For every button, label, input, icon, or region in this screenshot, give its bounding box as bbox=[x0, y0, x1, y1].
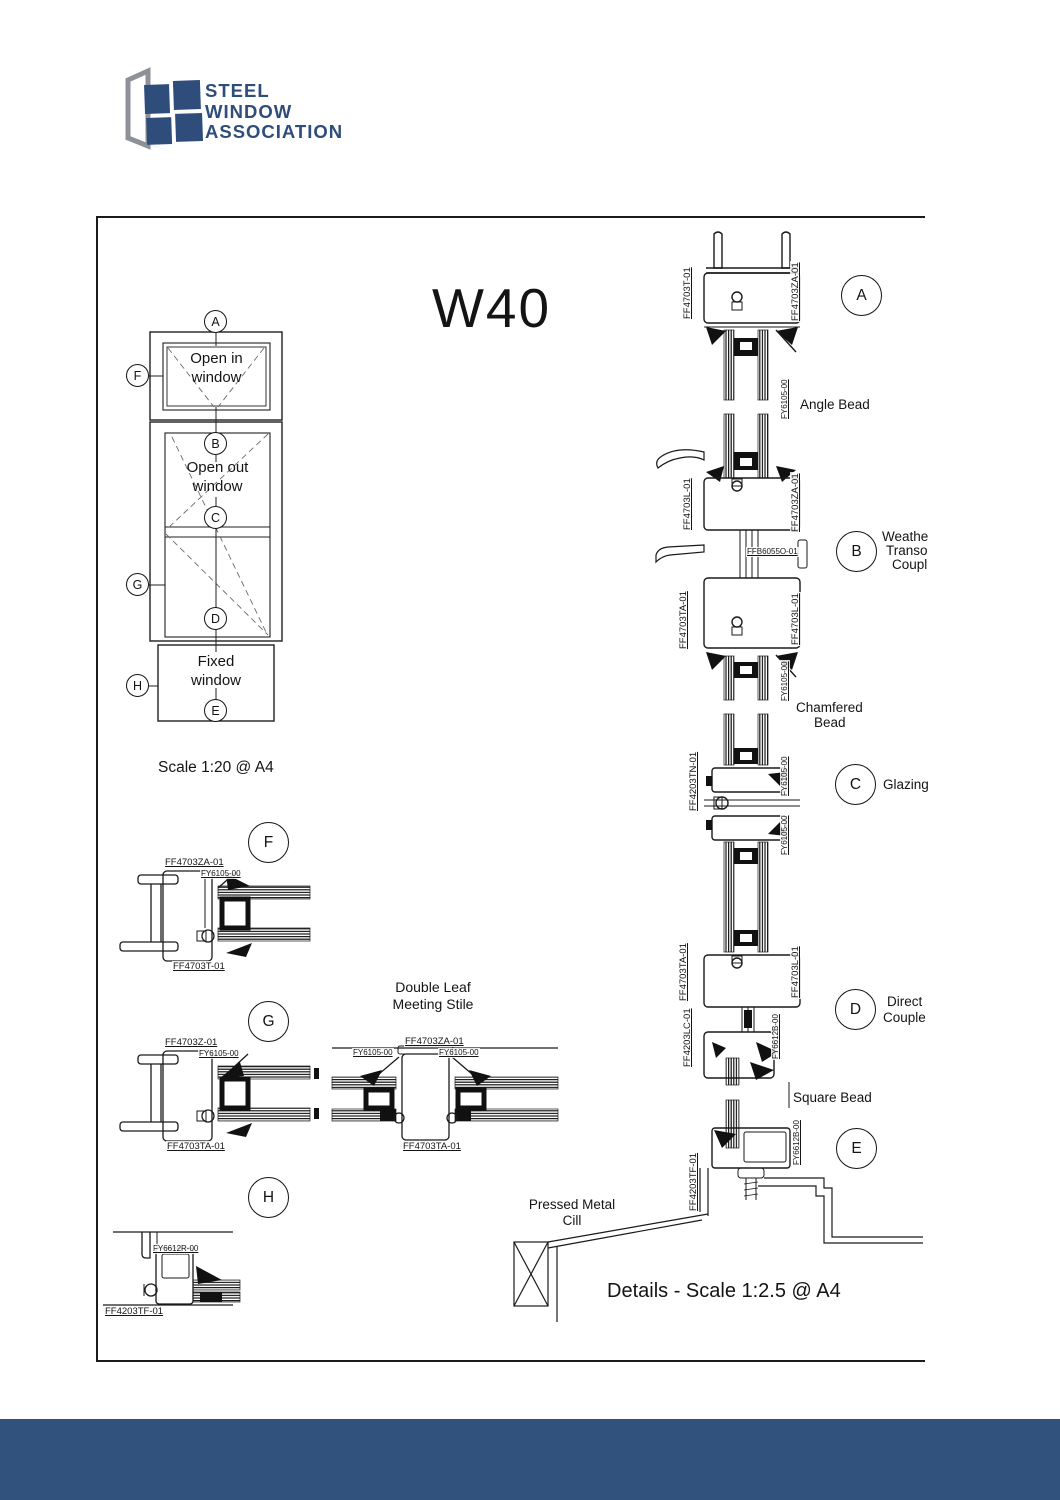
sheet-border bbox=[96, 216, 925, 1362]
detail-f-drawing bbox=[119, 870, 311, 962]
part-label: FF4203TN-01 bbox=[688, 750, 699, 812]
part-label: FFB6055O-01 bbox=[746, 547, 799, 557]
part-label: FF4703TA-01 bbox=[678, 942, 689, 1002]
chamfered-bead-annotation-line2: Bead bbox=[814, 715, 846, 730]
part-label: FF4703TA-01 bbox=[678, 590, 689, 650]
part-label: FF4703ZA-01 bbox=[790, 472, 801, 533]
part-label: FF4203TF-01 bbox=[104, 1306, 165, 1317]
logo-line-window: WINDOW bbox=[205, 100, 293, 122]
square-bead-annotation: Square Bead bbox=[793, 1090, 872, 1105]
marker-g-elevation: G bbox=[126, 573, 149, 596]
marker-c-elevation: C bbox=[204, 506, 227, 529]
part-label: FY6105-00 bbox=[438, 1048, 480, 1058]
detail-h-drawing bbox=[103, 1231, 241, 1306]
part-label: FY6612B-00 bbox=[792, 1119, 802, 1166]
part-label: FF4703T-01 bbox=[682, 266, 693, 320]
detail-marker-e: E bbox=[836, 1128, 877, 1169]
details-scale-note: Details - Scale 1:2.5 @ A4 bbox=[607, 1280, 841, 1302]
part-label: FY6105-00 bbox=[780, 755, 790, 797]
part-label: FY6105-00 bbox=[780, 378, 790, 420]
marker-d-elevation: D bbox=[204, 607, 227, 630]
angle-bead-annotation: Angle Bead bbox=[800, 397, 870, 412]
meeting-stile-title: Double Leaf Meeting Stile bbox=[392, 979, 474, 1012]
part-label: FF4203LC-01 bbox=[682, 1007, 693, 1068]
part-label: FF4703L-01 bbox=[790, 592, 801, 646]
part-label: FY6105-00 bbox=[198, 1049, 240, 1059]
part-label: FY6612R-00 bbox=[152, 1244, 200, 1254]
detail-marker-c: C bbox=[835, 764, 876, 805]
open-out-window-label: Open out window bbox=[186, 459, 249, 495]
section-cut-lines bbox=[149, 333, 217, 700]
footer-bar bbox=[0, 1419, 1060, 1500]
detail-g-drawing bbox=[119, 1050, 319, 1142]
open-sash-frame bbox=[125, 67, 151, 150]
weathered-annotation-line2: Transo bbox=[886, 543, 928, 558]
part-label: FY6105-00 bbox=[352, 1048, 394, 1058]
part-label: FF4703ZA-01 bbox=[404, 1036, 465, 1047]
direct-couple-annotation-line1: Direct bbox=[887, 994, 923, 1009]
part-label: FF4703T-01 bbox=[172, 961, 226, 972]
opening-direction-dashes bbox=[165, 347, 269, 636]
weathered-annotation-line1: Weathe bbox=[882, 529, 929, 544]
glazing-annotation: Glazing bbox=[883, 777, 929, 792]
part-label: FY6105-00 bbox=[780, 660, 790, 702]
swa-window-logo-icon bbox=[125, 67, 204, 151]
detail-marker-a: A bbox=[841, 275, 882, 316]
marker-h-elevation: H bbox=[126, 674, 149, 697]
pressed-metal-cill-profile bbox=[513, 1168, 923, 1322]
pressed-metal-cill-annotation: Pressed Metal Cill bbox=[528, 1197, 616, 1228]
part-label: FF4703TA-01 bbox=[402, 1141, 462, 1152]
marker-a-elevation: A bbox=[204, 310, 227, 333]
marker-e-elevation: E bbox=[204, 699, 227, 722]
detail-marker-f: F bbox=[248, 822, 289, 863]
part-label: FF4703L-01 bbox=[790, 945, 801, 999]
part-label: FF4703ZA-01 bbox=[164, 857, 225, 868]
marker-b-elevation: B bbox=[204, 432, 227, 455]
vertical-section-drawing bbox=[513, 231, 923, 1322]
fixed-window-label: Fixed window bbox=[190, 653, 242, 689]
direct-couple-annotation-line2: Couple bbox=[883, 1010, 926, 1025]
window-panes bbox=[144, 80, 204, 145]
meeting-stile-drawing bbox=[331, 1045, 559, 1141]
part-label: FY6105-00 bbox=[200, 869, 242, 879]
detail-marker-d: D bbox=[835, 989, 876, 1030]
part-label: FY6612B-00 bbox=[771, 1013, 781, 1060]
part-label: FF4203TF-01 bbox=[688, 1151, 699, 1212]
open-in-window-label: Open in window bbox=[190, 350, 243, 386]
part-label: FY6105-00 bbox=[780, 814, 790, 856]
logo-line-steel: STEEL bbox=[205, 80, 270, 101]
elevation-scale-note: Scale 1:20 @ A4 bbox=[158, 759, 274, 776]
part-label: FF4703L-01 bbox=[682, 477, 693, 531]
page-title: W40 bbox=[432, 277, 552, 339]
marker-f-elevation: F bbox=[126, 364, 149, 387]
chamfered-bead-annotation-line1: Chamfered bbox=[796, 700, 863, 715]
part-label: FF4703TA-01 bbox=[166, 1141, 226, 1152]
weathered-annotation-line3: Coupl bbox=[892, 557, 928, 572]
part-label: FF4703Z-01 bbox=[164, 1037, 219, 1048]
part-label: FF4703ZA-01 bbox=[790, 261, 801, 322]
swa-logo-wordmark: STEEL WINDOW ASSOCIATION bbox=[205, 80, 344, 143]
detail-marker-b: B bbox=[836, 531, 877, 572]
logo-line-association: ASSOCIATION bbox=[205, 121, 344, 142]
detail-marker-h: H bbox=[248, 1177, 289, 1218]
detail-marker-g: G bbox=[248, 1001, 289, 1042]
